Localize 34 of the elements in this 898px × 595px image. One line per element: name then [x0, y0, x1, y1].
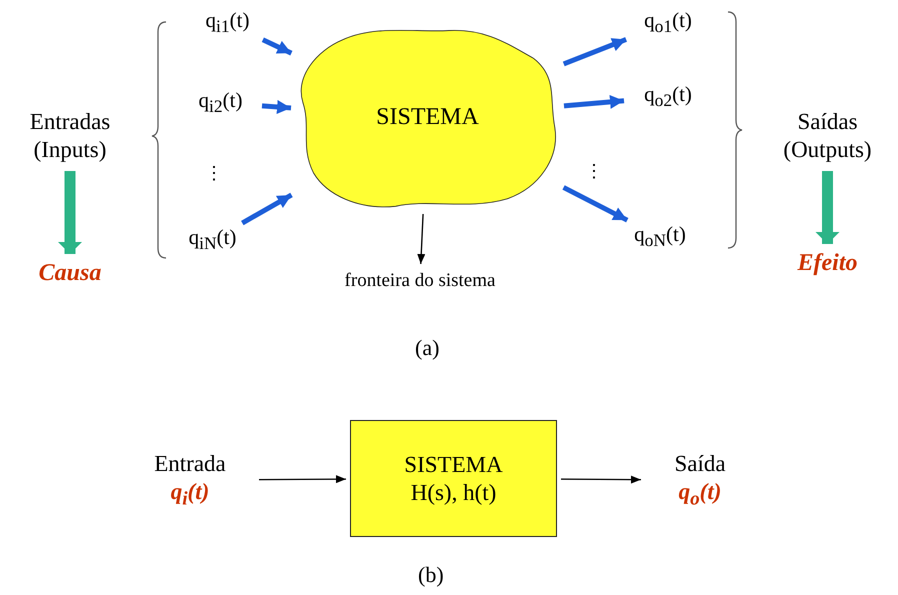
arrow [564, 94, 624, 109]
signal-label: q$_{i2}$(t) [198, 88, 242, 118]
node-label: H(s), h(t) [410, 478, 496, 506]
node-label: Entradas (Inputs) [28, 108, 112, 164]
arrow [58, 171, 82, 254]
node-label: fronteira do sistema [344, 270, 496, 292]
system-box [350, 420, 557, 537]
node-label: Saídas (Outputs) [782, 108, 873, 164]
arrow [562, 185, 628, 222]
effect-label: Efeito [798, 248, 858, 278]
signal-label: q$_{o2}$(t) [644, 82, 692, 112]
signal-label: q$_{iN}$(t) [188, 225, 236, 255]
node-label: SISTEMA [376, 103, 479, 132]
arrow [259, 475, 346, 484]
effect-label: Causa [38, 258, 102, 288]
signal-label: q$_{o1}$(t) [644, 8, 692, 38]
arrow [816, 171, 840, 244]
signal-label: q$_{o}$(t) [678, 478, 722, 510]
ellipsis-mark: ⋮ [205, 162, 223, 184]
arrow [561, 476, 641, 484]
signal-label: q$_{oN}$(t) [634, 222, 686, 252]
signal-label: q$_{i}$(t) [170, 478, 210, 510]
arrow [241, 192, 293, 226]
node-label: SISTEMA [404, 450, 503, 478]
node-label: Entrada [154, 450, 226, 478]
arrow [262, 37, 292, 56]
panel-label: (b) [418, 562, 444, 588]
signal-label: q$_{i1}$(t) [206, 8, 250, 38]
panel-label: (a) [415, 335, 440, 361]
node-label: Saída [674, 450, 726, 478]
arrow [417, 214, 426, 264]
ellipsis-mark: ⋮ [585, 160, 603, 182]
arrow [562, 37, 628, 66]
arrow [262, 100, 292, 114]
